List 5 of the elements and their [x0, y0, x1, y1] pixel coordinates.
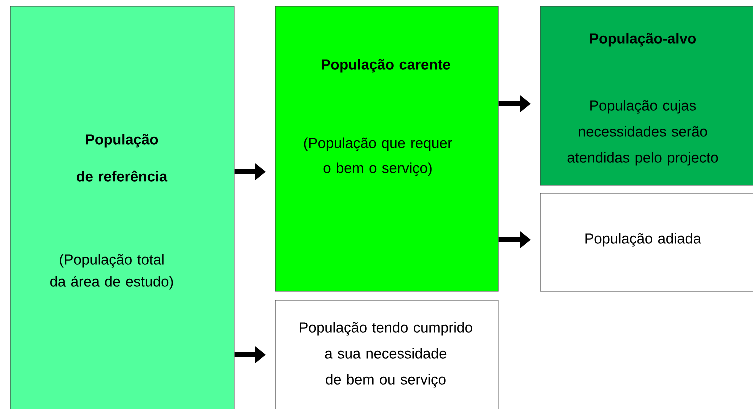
reference-population-box: População de referência (População total da área de estudo): [10, 6, 235, 409]
postponed-population-box: População adiada: [540, 193, 753, 292]
needy-population-box: População carente (População que requer o bem o serviço): [275, 6, 499, 292]
served-population-box: População tendo cumprido a sua necessidade de bem ou serviço: [275, 300, 499, 409]
target-population-box: População-alvo População cujas necessidades serão atendidas pelo projecto: [540, 6, 753, 186]
